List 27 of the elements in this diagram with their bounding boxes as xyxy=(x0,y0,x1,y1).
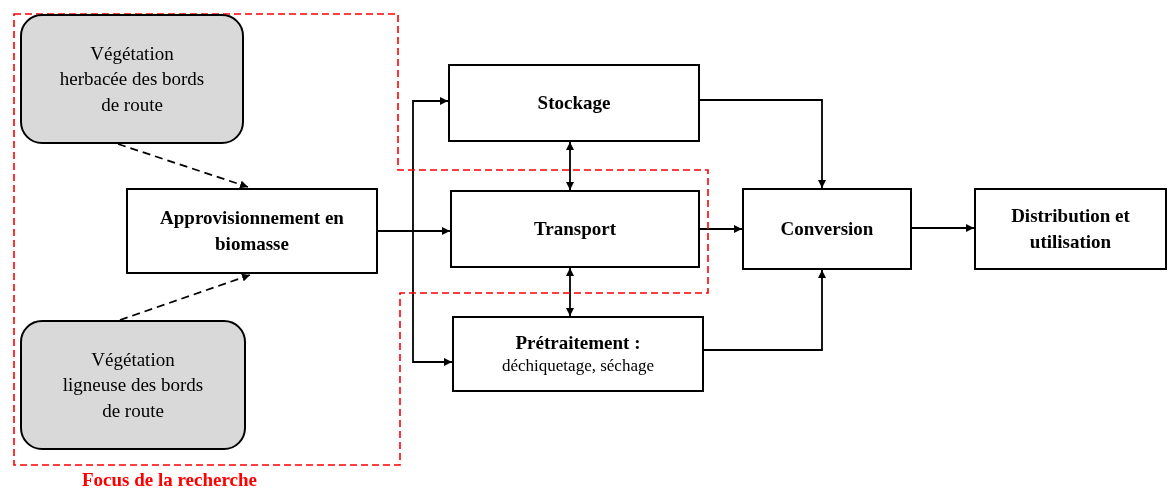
box-label: Végétation ligneuse des bords de route xyxy=(61,347,205,423)
process-box xyxy=(974,188,1167,270)
box-sublabel: déchiquetage, séchage xyxy=(501,355,655,378)
arrow xyxy=(566,267,574,317)
box-label: Distribution et utilisation xyxy=(1010,204,1131,254)
arrow xyxy=(566,141,574,191)
box-label: Stockage xyxy=(536,91,612,116)
process-box xyxy=(452,316,704,392)
box-label: Végétation herbacée des bords de route xyxy=(58,41,206,117)
arrow xyxy=(377,230,453,366)
arrow xyxy=(703,269,826,351)
process-box xyxy=(450,190,700,268)
box-label: Prétraitement : xyxy=(514,330,642,355)
dashed-arrow xyxy=(119,273,251,321)
rounded-box xyxy=(20,320,246,450)
arrow xyxy=(699,225,743,233)
arrow xyxy=(911,224,975,232)
process-box xyxy=(742,188,912,270)
process-box xyxy=(126,188,378,274)
region-heading: Focus de la recherche xyxy=(82,468,257,492)
rounded-box xyxy=(20,14,244,144)
box-label: Transport xyxy=(533,217,617,242)
arrow xyxy=(699,99,826,189)
box-label: Approvisionnement en biomasse xyxy=(159,206,345,256)
box-label: Conversion xyxy=(779,217,875,242)
process-box xyxy=(448,64,700,142)
dashed-arrow xyxy=(117,143,249,189)
